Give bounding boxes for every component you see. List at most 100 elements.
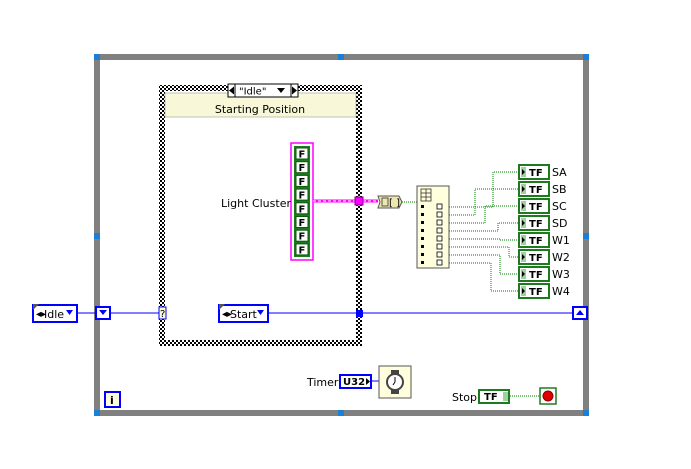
boolean-value: F bbox=[299, 245, 306, 256]
boolean-value: F bbox=[299, 204, 306, 215]
timer-control[interactable]: U32 bbox=[339, 374, 372, 389]
boolean-constant bbox=[295, 243, 309, 256]
indicator-label: SA bbox=[552, 166, 567, 179]
boolean-value: F bbox=[299, 163, 306, 174]
svg-text:TF: TF bbox=[484, 392, 498, 403]
indicator-w4[interactable]: TF bbox=[518, 283, 550, 299]
case-header-label: Starting Position bbox=[215, 103, 305, 116]
boolean-wire bbox=[449, 171, 519, 208]
boolean-constant bbox=[295, 174, 309, 187]
stop-label: Stop bbox=[452, 391, 477, 404]
boolean-constant bbox=[295, 147, 309, 160]
chevron-down-icon bbox=[257, 310, 264, 315]
enum-tunnel bbox=[356, 310, 363, 317]
boolean-wire bbox=[449, 238, 519, 241]
enum-value: Start bbox=[230, 308, 258, 321]
cluster-tunnel bbox=[354, 196, 364, 206]
decrement-arrow-icon bbox=[229, 86, 234, 95]
svg-text:[ ]: [ ] bbox=[389, 198, 400, 209]
svg-text:TF: TF bbox=[529, 219, 543, 230]
arrow-up-icon bbox=[576, 310, 584, 315]
boolean-wire bbox=[449, 222, 519, 232]
boolean-constant bbox=[295, 202, 309, 215]
increment-arrow-icon bbox=[292, 86, 297, 95]
unbundle-node[interactable] bbox=[416, 185, 450, 269]
while-loop[interactable] bbox=[94, 54, 589, 416]
shift-register-right[interactable] bbox=[572, 306, 588, 320]
svg-text:TF: TF bbox=[529, 185, 543, 196]
boolean-value: F bbox=[299, 150, 306, 161]
indicator-sd[interactable]: TF bbox=[518, 215, 550, 231]
svg-text:TF: TF bbox=[529, 236, 543, 247]
output-terminal[interactable] bbox=[436, 243, 443, 250]
stop-icon bbox=[542, 390, 554, 402]
indicator-label: SD bbox=[552, 217, 567, 230]
indicator-sc[interactable]: TF bbox=[518, 198, 550, 214]
output-terminal[interactable] bbox=[436, 251, 443, 258]
enum-wire bbox=[77, 312, 573, 382]
output-terminal[interactable] bbox=[436, 203, 443, 210]
indicator-sb[interactable]: TF bbox=[518, 181, 550, 197]
cluster-icon bbox=[420, 188, 432, 202]
chevron-down-icon bbox=[277, 88, 285, 93]
svg-text:TF: TF bbox=[529, 287, 543, 298]
boolean-value: F bbox=[299, 218, 306, 229]
cluster-wire bbox=[313, 196, 378, 206]
arrow-down-icon bbox=[99, 310, 107, 315]
light-cluster-label: Light Cluster bbox=[221, 197, 291, 210]
boolean-constant bbox=[295, 188, 309, 201]
boolean-constant bbox=[295, 216, 309, 228]
indicator-label: SC bbox=[552, 200, 567, 213]
svg-text:U32: U32 bbox=[343, 377, 365, 388]
iteration-terminal: i bbox=[104, 391, 121, 408]
shift-register-left[interactable] bbox=[95, 306, 111, 320]
indicator-w1[interactable]: TF bbox=[518, 232, 550, 248]
output-terminal[interactable] bbox=[436, 211, 443, 218]
svg-text:TF: TF bbox=[529, 202, 543, 213]
case-structure[interactable]: Starting Position "Idle" bbox=[159, 83, 362, 346]
case-selector[interactable]: "Idle" bbox=[227, 83, 299, 98]
array-to-cluster-node[interactable]: [ ] bbox=[377, 195, 403, 209]
indicator-w3[interactable]: TF bbox=[518, 266, 550, 282]
case-selector-terminal[interactable]: ? bbox=[158, 306, 167, 320]
svg-text:?: ? bbox=[160, 309, 165, 320]
boolean-wire bbox=[449, 254, 519, 275]
boolean-wires bbox=[449, 171, 519, 292]
output-terminal[interactable] bbox=[436, 227, 443, 234]
enum-value: Idle bbox=[44, 308, 64, 321]
enum-constant-start[interactable]: ◂▸ Start bbox=[218, 304, 269, 323]
svg-text:i: i bbox=[110, 394, 114, 407]
loop-condition-terminal[interactable] bbox=[539, 387, 557, 405]
chevron-down-icon bbox=[66, 310, 73, 315]
output-terminal[interactable] bbox=[436, 259, 443, 266]
boolean-wire bbox=[449, 246, 519, 258]
boolean-value: F bbox=[299, 177, 306, 188]
boolean-wire bbox=[449, 262, 519, 292]
output-terminal[interactable] bbox=[436, 235, 443, 242]
boolean-wire bbox=[449, 188, 519, 216]
enum-arrows-icon: ◂▸ bbox=[36, 309, 46, 320]
svg-text:TF: TF bbox=[529, 168, 543, 179]
enum-constant-idle[interactable]: ◂▸ Idle bbox=[32, 304, 78, 323]
boolean-value: F bbox=[299, 191, 306, 202]
boolean-constant bbox=[295, 229, 309, 242]
case-selector-value: "Idle" bbox=[239, 87, 266, 98]
stop-control[interactable]: TF bbox=[478, 389, 510, 404]
indicator-sa[interactable]: TF bbox=[518, 164, 550, 180]
boolean-constant bbox=[295, 161, 309, 174]
wait-node[interactable] bbox=[378, 365, 412, 399]
svg-text:TF: TF bbox=[529, 270, 543, 281]
boolean-wire bbox=[449, 205, 519, 224]
indicator-label: SB bbox=[552, 183, 567, 196]
enum-arrows-icon: ◂▸ bbox=[222, 309, 232, 320]
indicator-label: W4 bbox=[552, 285, 570, 298]
indicator-label: W2 bbox=[552, 251, 570, 264]
indicator-label: W3 bbox=[552, 268, 570, 281]
boolean-value: F bbox=[299, 232, 306, 243]
timer-label: Timer bbox=[306, 376, 339, 389]
indicator-label: W1 bbox=[552, 234, 570, 247]
indicator-w2[interactable]: TF bbox=[518, 249, 550, 265]
output-terminal[interactable] bbox=[436, 219, 443, 226]
